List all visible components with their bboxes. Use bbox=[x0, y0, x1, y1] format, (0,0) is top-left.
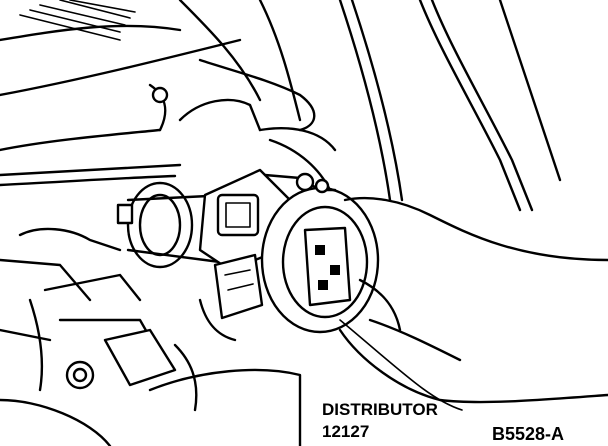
wiring-harness bbox=[268, 0, 562, 212]
distributor bbox=[116, 168, 380, 342]
lower-engine bbox=[0, 227, 302, 446]
figure-code-label: B5528-A bbox=[492, 424, 565, 444]
distributor-label: DISTRIBUTOR bbox=[322, 400, 438, 419]
engine-background bbox=[0, 0, 337, 187]
part-number-label: 12127 bbox=[322, 422, 370, 441]
distributor-leader-line bbox=[339, 319, 463, 411]
technician-hand bbox=[338, 197, 608, 404]
